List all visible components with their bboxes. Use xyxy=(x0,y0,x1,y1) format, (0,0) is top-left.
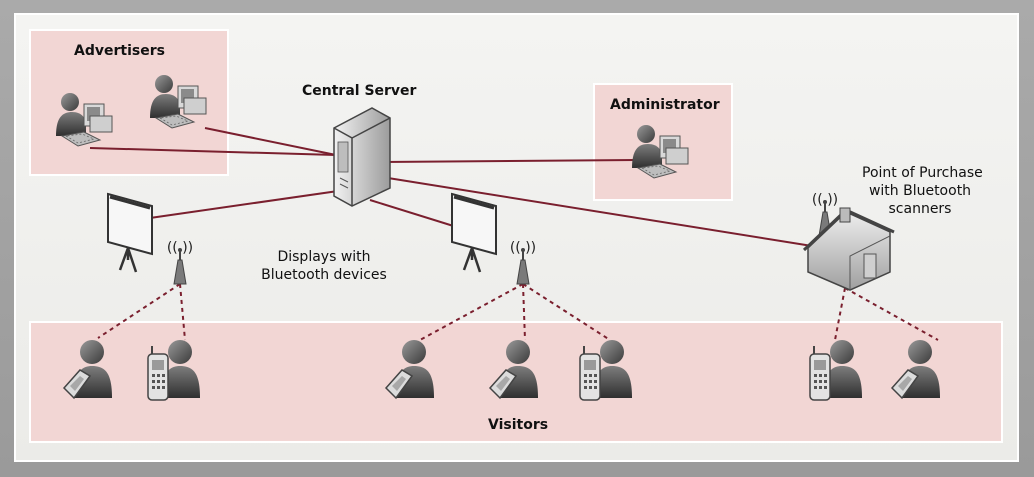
point-of-purchase-label: Point of Purchase with Bluetooth scanner… xyxy=(862,164,983,218)
link-advertiser-1 xyxy=(89,147,337,156)
bluetooth-antenna-icon xyxy=(508,239,538,285)
bluetooth-connections xyxy=(97,283,939,341)
point-of-purchase-line3: scanners xyxy=(888,201,952,217)
point-of-purchase-house-icon xyxy=(802,207,895,291)
displays-line2: Bluetooth devices xyxy=(261,267,387,283)
point-of-purchase-line2: with Bluetooth xyxy=(868,183,972,199)
server-tower-icon xyxy=(333,107,391,207)
administrator-label: Administrator xyxy=(610,97,720,113)
link-advertiser-2 xyxy=(204,127,337,156)
central-server-label: Central Server xyxy=(302,83,417,99)
advertisers-label: Advertisers xyxy=(74,43,165,59)
link-display-1 xyxy=(149,189,346,219)
visitors-label: Visitors xyxy=(488,417,549,433)
point-of-purchase-line1: Point of Purchase xyxy=(862,165,983,181)
displays-label: Displays with Bluetooth devices xyxy=(254,248,394,284)
bluetooth-antenna-icon xyxy=(165,239,195,285)
projection-screen-icon xyxy=(450,192,498,274)
displays-line1: Displays with xyxy=(277,249,371,265)
projection-screen-icon xyxy=(106,192,154,274)
link-point-of-purchase xyxy=(387,177,813,247)
server-connections xyxy=(89,127,813,247)
link-administrator xyxy=(381,159,637,163)
